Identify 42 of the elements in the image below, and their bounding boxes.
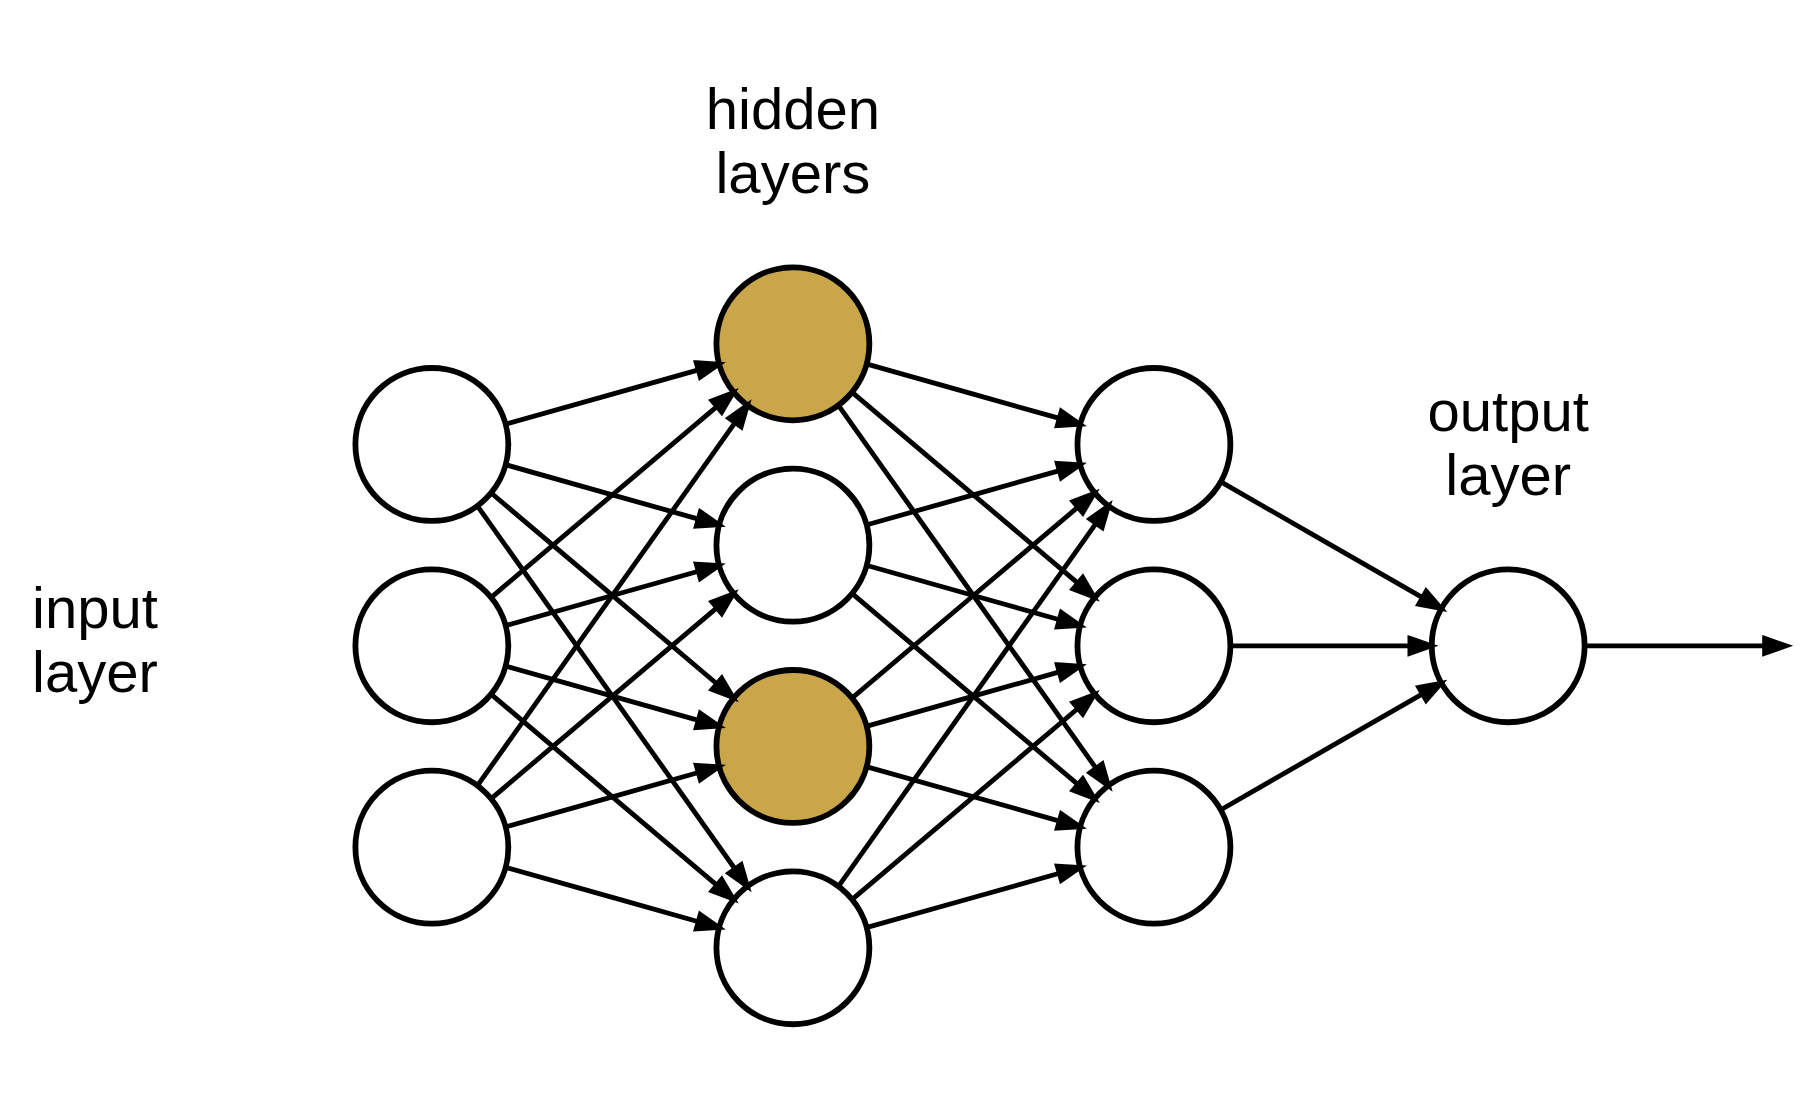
node-circle xyxy=(713,465,873,625)
arrow xyxy=(505,561,726,628)
arrow xyxy=(489,692,739,904)
arrow xyxy=(850,689,1100,902)
arrow xyxy=(866,863,1087,930)
arrow xyxy=(475,504,752,893)
arrow xyxy=(836,499,1113,888)
label: output layer xyxy=(1427,377,1589,507)
arrow xyxy=(489,589,739,801)
arrow xyxy=(850,591,1100,803)
node-circle xyxy=(352,767,512,927)
node-circle xyxy=(352,365,512,524)
node-circle xyxy=(1428,566,1588,726)
arrow xyxy=(1584,634,1794,657)
arrow xyxy=(505,462,726,529)
arrow xyxy=(1231,634,1439,657)
node-circle xyxy=(713,264,873,424)
arrow xyxy=(1219,479,1448,612)
label: input layer xyxy=(32,575,158,705)
arrow xyxy=(866,662,1087,729)
arrow xyxy=(505,663,726,731)
arrow xyxy=(866,460,1087,528)
node-circle xyxy=(1074,365,1234,524)
arrow xyxy=(505,360,726,427)
arrow xyxy=(475,399,752,787)
arrow xyxy=(836,404,1113,792)
node-circle xyxy=(713,868,873,1028)
label: hidden layers xyxy=(705,75,881,205)
arrow xyxy=(505,865,726,932)
arrow xyxy=(866,563,1087,630)
node-circle xyxy=(352,566,512,726)
arrow xyxy=(850,390,1100,602)
arrow xyxy=(1219,679,1448,812)
arrow xyxy=(489,491,739,703)
arrow xyxy=(850,488,1100,700)
arrow xyxy=(489,388,739,600)
arrow xyxy=(866,361,1087,429)
node-circle xyxy=(713,667,873,826)
node-circle xyxy=(1074,767,1234,927)
arrow xyxy=(866,764,1087,831)
node-circle xyxy=(1074,566,1234,726)
arrow xyxy=(505,762,726,830)
